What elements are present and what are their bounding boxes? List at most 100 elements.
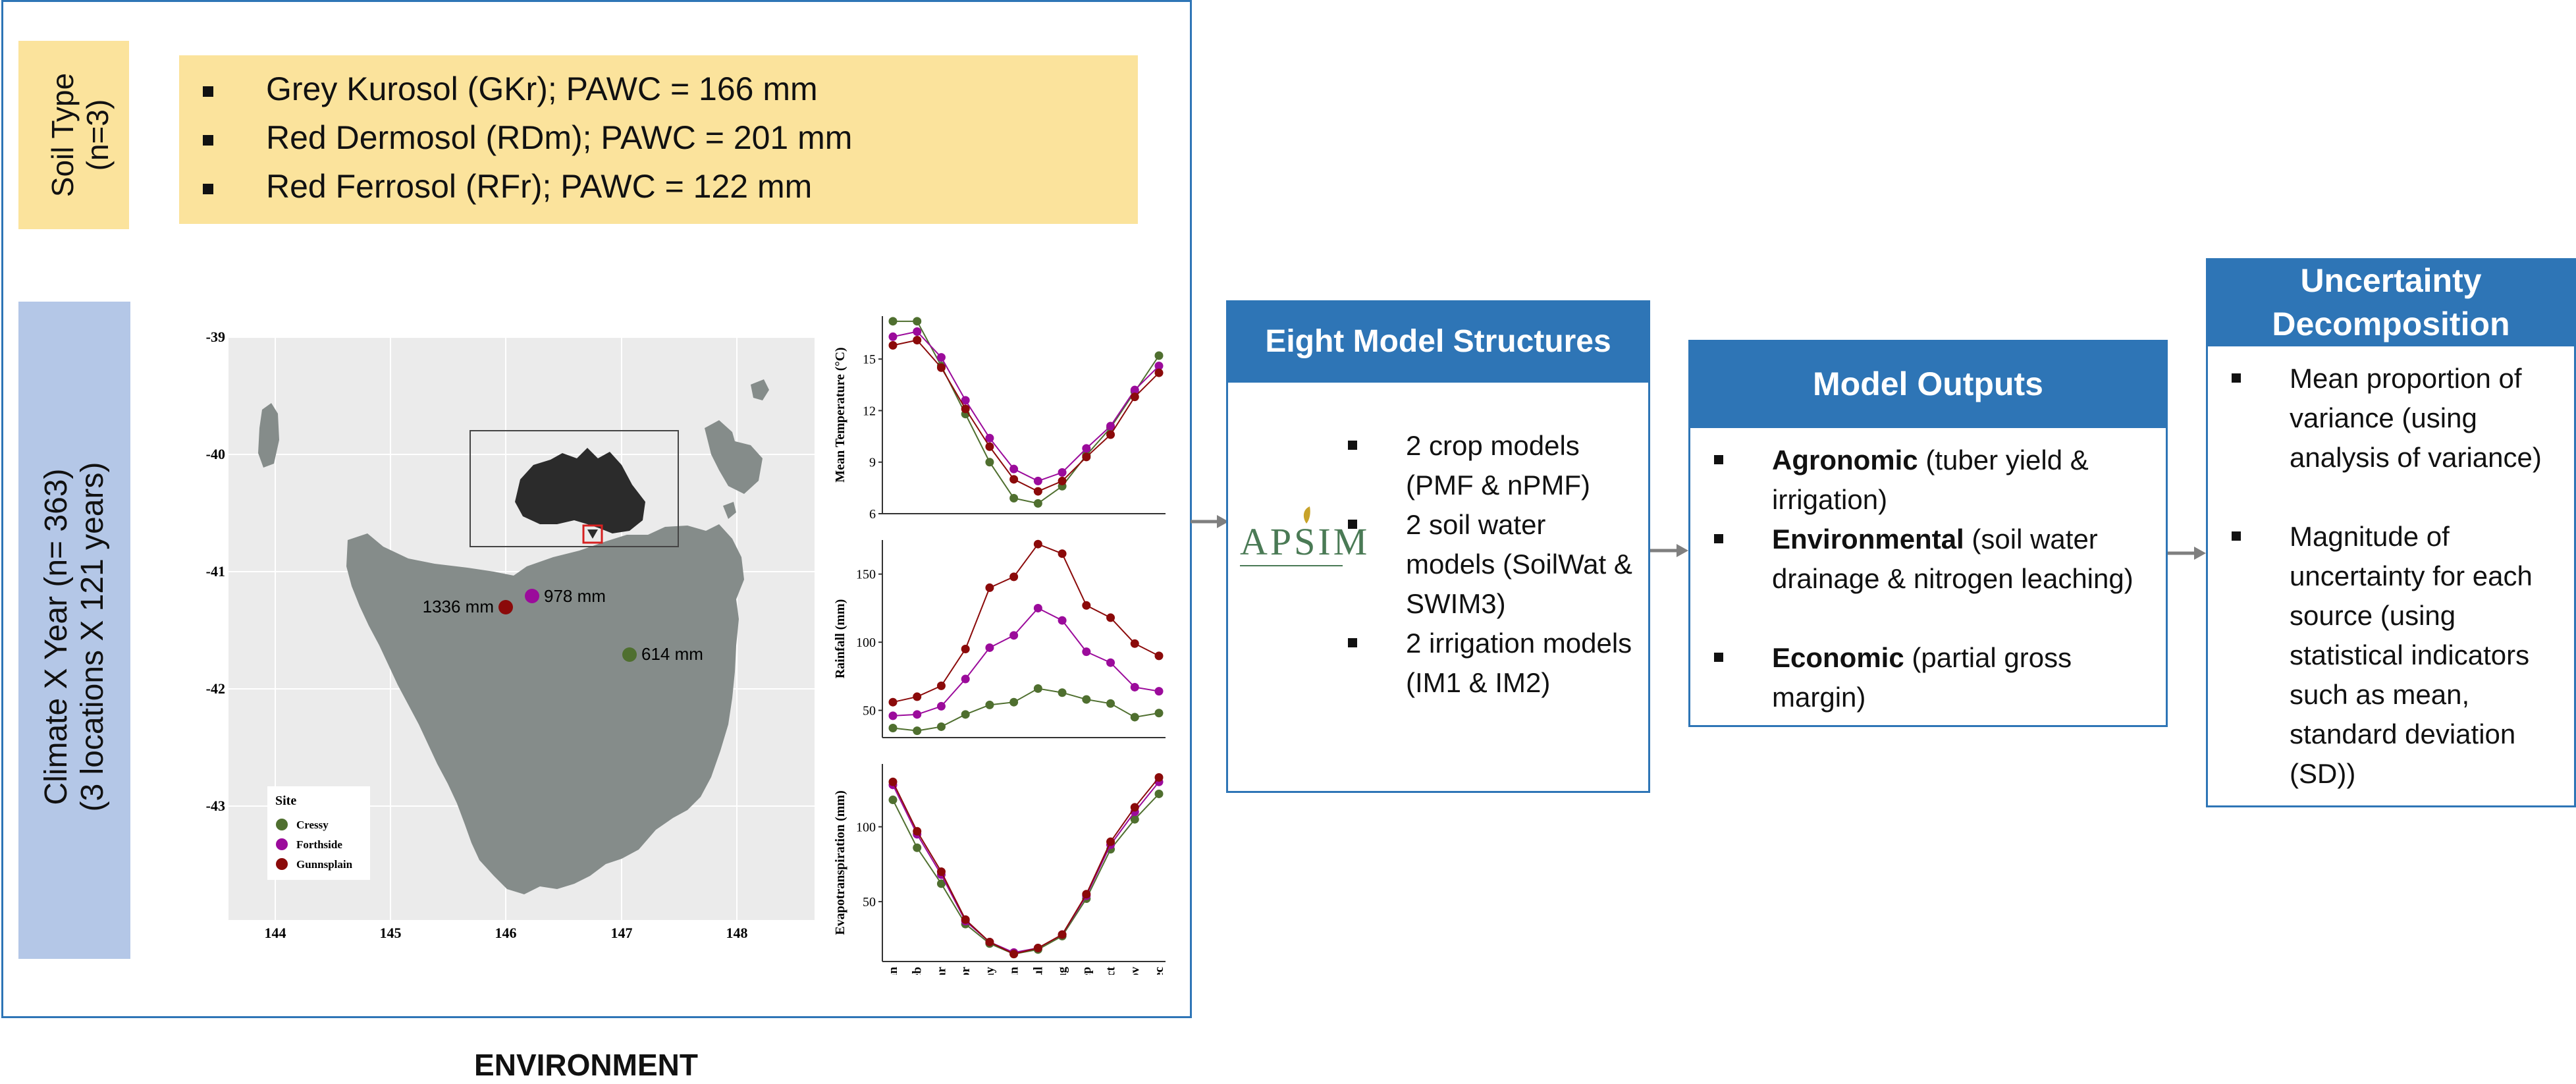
king-island bbox=[258, 403, 279, 468]
chart-point bbox=[985, 442, 994, 451]
chart-y-tick-label: 50 bbox=[863, 704, 876, 718]
chart-point bbox=[1130, 393, 1139, 402]
chart-x-tick-label: Oct bbox=[1104, 966, 1118, 975]
chart-point bbox=[1033, 499, 1042, 508]
chart-point bbox=[1130, 815, 1139, 824]
site-point-cressy bbox=[622, 647, 637, 662]
climate-label-line1: Climate X Year (n= 363) bbox=[39, 468, 74, 805]
output-item-text: (partial gross margin) bbox=[1772, 642, 2072, 713]
uncertainty-item-text: Magnitude of uncertainty for each source… bbox=[2290, 521, 2533, 789]
legend-label: Gunnsplain bbox=[296, 858, 353, 871]
uncertainty-item: Mean proportion of variance (using analy… bbox=[2232, 359, 2566, 477]
structure-item: 2 irrigation models (IM1 & IM2) bbox=[1348, 624, 1636, 703]
chart-point bbox=[961, 645, 970, 654]
chart-y-tick-label: 15 bbox=[863, 352, 876, 367]
soil-item-text: Red Ferrosol (RFr); PAWC = 122 mm bbox=[266, 168, 813, 205]
chart-point bbox=[888, 317, 898, 326]
chart-point bbox=[1130, 803, 1139, 812]
bullet-square-icon bbox=[2232, 373, 2241, 383]
soil-type-label: Soil Type (n=3) bbox=[45, 40, 115, 230]
chart-point bbox=[961, 674, 970, 684]
chart-point bbox=[1058, 930, 1067, 939]
chart-point bbox=[1154, 351, 1164, 360]
chart-x-tick-label: Jul bbox=[1031, 967, 1045, 975]
soil-item-text: Grey Kurosol (GKr); PAWC = 166 mm bbox=[266, 70, 818, 107]
soil-type-label-box: Soil Type (n=3) bbox=[18, 41, 129, 229]
chart-y-tick-label: 9 bbox=[869, 456, 876, 470]
chart-y-tick-label: 12 bbox=[863, 404, 876, 418]
tasmania-highlight-box bbox=[582, 524, 603, 544]
map-y-tick: -39 bbox=[206, 329, 225, 345]
chart-point bbox=[1033, 539, 1042, 549]
chart-point bbox=[1033, 487, 1042, 496]
chart-point bbox=[936, 353, 946, 362]
chart-point bbox=[1082, 601, 1091, 610]
chart-point bbox=[1154, 368, 1164, 377]
flinders-island bbox=[705, 420, 763, 494]
chart-point bbox=[1154, 687, 1164, 696]
chart-x-tick-label: Apr bbox=[959, 966, 973, 975]
model-outputs-title: Model Outputs bbox=[1688, 340, 2168, 428]
output-item: Environmental (soil water drainage & nit… bbox=[1714, 520, 2160, 599]
chart-point bbox=[1082, 695, 1091, 704]
chart-point bbox=[961, 404, 970, 414]
structure-item-text: 2 irrigation models (IM1 & IM2) bbox=[1406, 628, 1632, 698]
australia-icon bbox=[515, 448, 645, 533]
arrow-structures-to-outputs bbox=[1649, 544, 1688, 557]
chart-point bbox=[961, 710, 970, 719]
chart-y-label: Evapotranspiration (mm) bbox=[833, 790, 847, 935]
chart-point bbox=[985, 433, 994, 443]
chart-point bbox=[1033, 944, 1042, 953]
chart-x-tick-label: Sep bbox=[1080, 967, 1094, 975]
chart-point bbox=[936, 363, 946, 372]
chart-point bbox=[913, 843, 922, 852]
chart-point bbox=[913, 827, 922, 836]
chart-y-tick-label: 100 bbox=[856, 636, 876, 650]
chart-point bbox=[985, 700, 994, 709]
chart-point bbox=[1154, 709, 1164, 718]
structure-item: 2 crop models (PMF & nPMF) bbox=[1348, 426, 1636, 505]
chart-point bbox=[936, 867, 946, 877]
uncertainty-box: Uncertainty Decomposition Mean proportio… bbox=[2206, 258, 2576, 807]
output-item-text: (soil water drainage & nitrogen leaching… bbox=[1772, 524, 2133, 594]
chart-point bbox=[936, 681, 946, 690]
chart-point bbox=[1058, 476, 1067, 485]
uncertainty-item: Magnitude of uncertainty for each source… bbox=[2232, 517, 2566, 794]
chart-y-tick-label: 150 bbox=[856, 568, 876, 582]
small-island bbox=[723, 502, 736, 519]
tasmania-map: 1336 mm 978 mm 614 mm Site Cressy Forths… bbox=[184, 329, 817, 988]
arrow-env-to-structures bbox=[1191, 515, 1229, 528]
bullet-square-icon bbox=[1714, 653, 1723, 662]
chart-point bbox=[1058, 549, 1067, 558]
soil-type-label-line1: Soil Type bbox=[45, 72, 80, 198]
site-point-gunnsplain bbox=[498, 600, 513, 614]
chart-point bbox=[1154, 362, 1164, 371]
chart-x-tick-label: Mar bbox=[934, 966, 948, 975]
chart-point bbox=[913, 336, 922, 345]
bullet-square-icon bbox=[203, 183, 213, 194]
chart-series-line bbox=[892, 543, 1160, 703]
output-item: Agronomic (tuber yield & irrigation) bbox=[1714, 441, 2160, 520]
site-rain-label: 614 mm bbox=[641, 644, 703, 664]
chart-x-tick-label: May bbox=[983, 967, 997, 975]
chart-point bbox=[1106, 613, 1115, 622]
chart-point bbox=[1009, 631, 1019, 640]
chart-point bbox=[961, 915, 970, 924]
chart-point bbox=[1009, 572, 1019, 582]
small-island bbox=[751, 379, 769, 400]
chart-point bbox=[1106, 430, 1115, 439]
map-x-tick: 146 bbox=[495, 925, 517, 941]
chart-point bbox=[985, 583, 994, 592]
output-item-text: (tuber yield & irrigation) bbox=[1772, 445, 2089, 515]
chart-point bbox=[888, 724, 898, 733]
tasmania-mainland bbox=[346, 524, 744, 894]
map-x-tick: 145 bbox=[380, 925, 402, 941]
climate-label-line2: (3 locations X 121 years) bbox=[75, 462, 111, 812]
bullet-square-icon bbox=[1348, 520, 1357, 529]
output-item-bold: Agronomic bbox=[1772, 445, 1918, 475]
chart-point bbox=[1058, 616, 1067, 625]
chart-x-tick-label: Nov bbox=[1128, 967, 1142, 975]
legend-label: Forthside bbox=[296, 838, 342, 851]
australia-inset-frame bbox=[470, 430, 679, 547]
chart-point bbox=[1106, 421, 1115, 431]
